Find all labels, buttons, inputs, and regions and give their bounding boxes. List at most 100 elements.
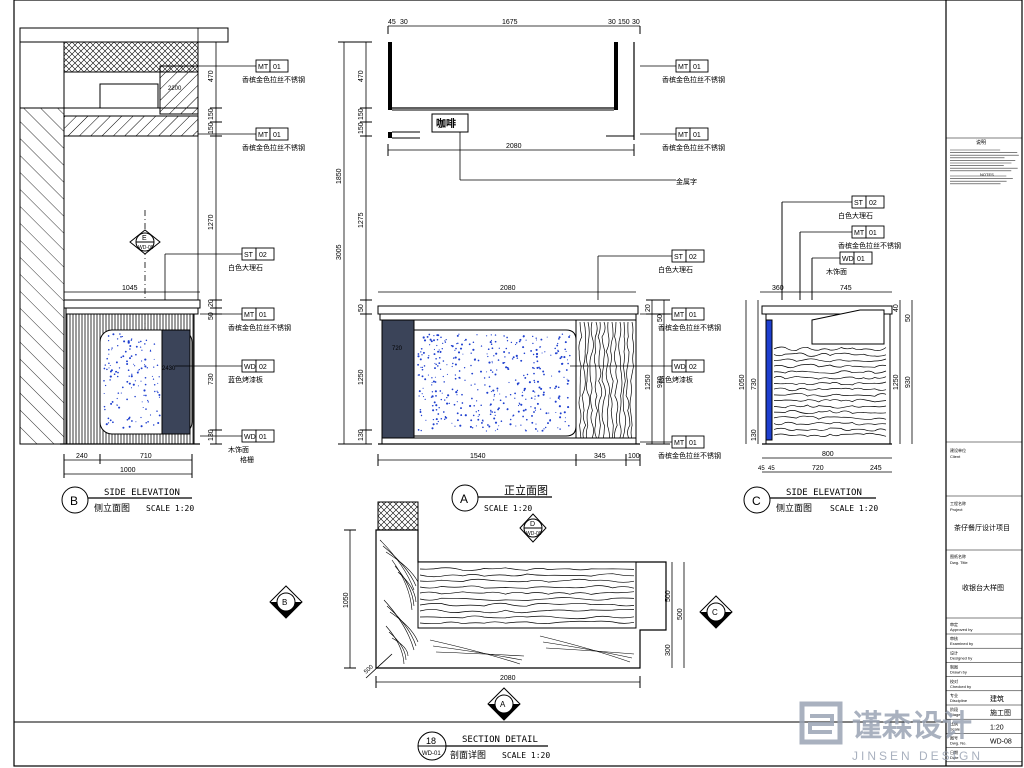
speckle-dot (558, 405, 561, 408)
speckle-dot (523, 352, 526, 355)
speckle-dot (498, 347, 500, 349)
speckle-dot (116, 338, 119, 340)
speckle-dot (123, 340, 126, 343)
view-c-side-elevation: 360 745 1050 730 130 40 50 1250 930 (739, 202, 913, 514)
grain-line (419, 585, 635, 589)
speckle-dot (504, 356, 506, 358)
speckle-dot (140, 367, 143, 370)
speckle-dot (126, 363, 129, 365)
speckle-dot (106, 357, 108, 360)
speckle-dot (420, 347, 423, 350)
speckle-dot (487, 355, 489, 358)
speckle-dot (158, 394, 161, 396)
speckle-dot (134, 395, 136, 398)
callout-code: MT (674, 312, 685, 319)
speckle-dot (558, 370, 561, 373)
speckle-dot (506, 336, 508, 339)
speckle-dot (422, 396, 425, 398)
speckle-dot (566, 396, 569, 399)
b-dim-b2: 710 (140, 453, 152, 460)
callout-text: 蓝色烤漆板 (658, 375, 693, 384)
speckle-dot (156, 390, 158, 392)
speckle-dot (565, 369, 568, 371)
speckle-dot (141, 360, 143, 362)
speckle-dot (457, 342, 459, 345)
speckle-dot (446, 364, 448, 366)
speckle-dot (144, 383, 147, 386)
sec-dim-r2: 500 (677, 608, 684, 620)
speckle-dot (518, 340, 521, 343)
speckle-dot (153, 366, 155, 368)
tb-project-label: 工程名称 (950, 500, 966, 506)
speckle-dot (421, 354, 423, 356)
callout-num: 01 (689, 440, 697, 447)
speckle-dot (447, 394, 450, 397)
speckle-dot (464, 414, 467, 417)
speckle-dot (489, 413, 492, 416)
b-dim-r8: 130 (208, 429, 215, 441)
speckle-dot (103, 380, 105, 382)
speckle-dot (454, 374, 457, 376)
speckle-dot (119, 333, 121, 335)
speckle-dot (111, 349, 113, 351)
speckle-dot (493, 417, 496, 420)
speckle-dot (121, 336, 124, 338)
sec-dim-r3: 300 (665, 644, 672, 656)
speckle-dot (451, 388, 454, 391)
tb-label-en: Examined by (950, 641, 973, 646)
speckle-dot (129, 348, 131, 350)
speckle-dot (417, 353, 420, 355)
c-title-en: SIDE ELEVATION (786, 488, 862, 498)
grain-line (773, 381, 887, 386)
speckle-dot (490, 343, 493, 345)
speckle-dot (559, 357, 562, 360)
speckle-dot (134, 380, 137, 382)
callout-code: WD (244, 364, 256, 371)
speckle-dot (456, 334, 459, 337)
b-marker: B (70, 494, 78, 508)
speckle-dot (472, 414, 475, 417)
speckle-dot (462, 353, 464, 355)
title-block: 说明 NOTES 建设单位 Client 工程名称 Project 茶仔餐厅设计… (946, 137, 1022, 763)
grain-line (605, 321, 611, 441)
b-dim-top: 1045 (122, 285, 138, 292)
speckle-dot (126, 418, 129, 421)
callout-num: 01 (259, 434, 267, 441)
speckle-dot (435, 408, 438, 411)
speckle-dot (137, 385, 139, 387)
speckle-dot (494, 421, 498, 424)
a-dim-l2: 150 (358, 108, 365, 120)
speckle-dot (533, 362, 535, 364)
watermark-en: JINSEN DESIGN (852, 749, 983, 763)
speckle-dot (134, 365, 136, 367)
speckle-dot (477, 415, 479, 417)
speckle-dot (434, 367, 436, 370)
speckle-dot (502, 402, 505, 405)
speckle-dot (498, 425, 500, 427)
speckle-dot (108, 362, 110, 365)
speckle-dot (497, 408, 500, 411)
grain-line (419, 602, 635, 607)
marble-vein (397, 571, 417, 603)
speckle-dot (531, 421, 534, 424)
tb-value: 建筑 (990, 694, 1004, 703)
speckle-dot (534, 395, 536, 397)
grain-line (773, 404, 887, 409)
speckle-dot (424, 378, 427, 381)
view-b-side-elevation: 470 150 150 1270 20 50 730 130 2200 2430… (19, 27, 229, 514)
speckle-dot (154, 390, 156, 393)
speckle-dot (143, 394, 145, 397)
callout-code: ST (244, 252, 254, 259)
grain-line (419, 597, 635, 601)
speckle-dot (431, 377, 433, 379)
b-dim-r1: 470 (208, 70, 215, 82)
speckle-dot (138, 368, 140, 371)
speckle-dot (471, 372, 474, 375)
speckle-dot (518, 403, 521, 405)
grain-line (773, 427, 887, 432)
speckle-dot (439, 390, 442, 392)
tb-project-label-en: Project (950, 507, 963, 512)
speckle-dot (538, 386, 541, 389)
speckle-dot (149, 414, 152, 416)
speckle-dot (488, 385, 491, 388)
